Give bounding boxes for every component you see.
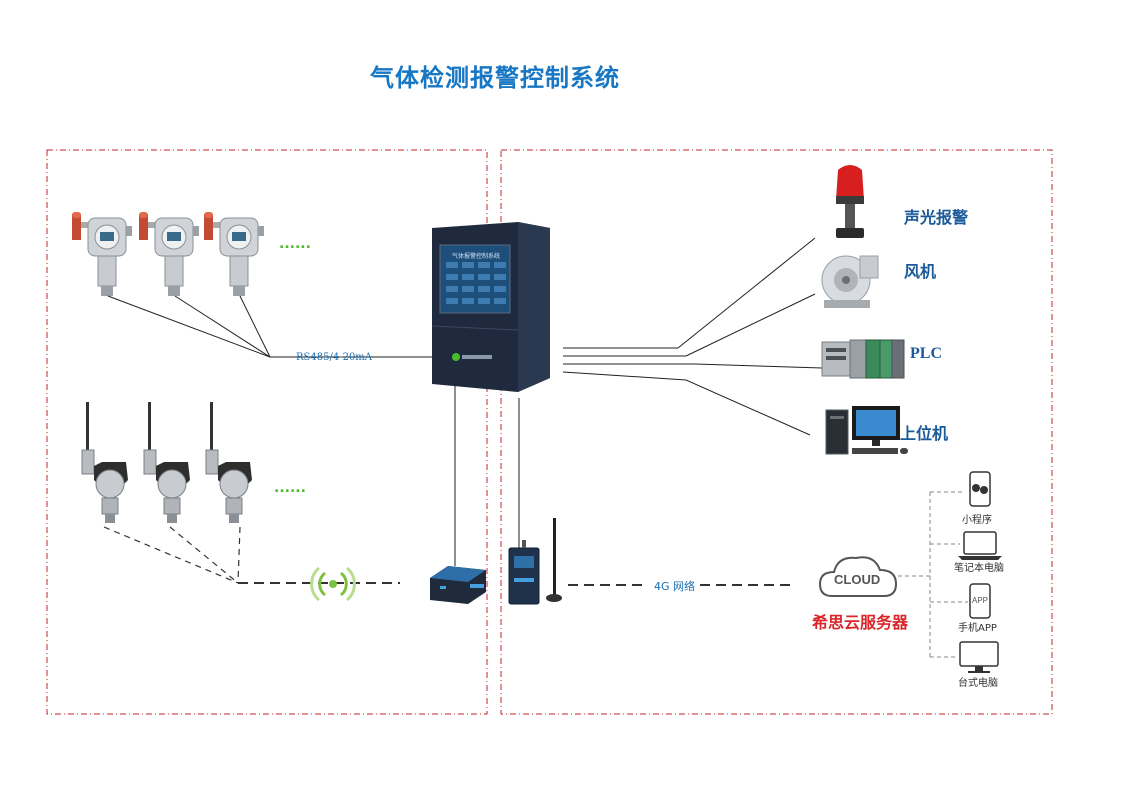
- more-wired-indicator: ......: [279, 236, 311, 252]
- client-connectors: [898, 491, 968, 658]
- network-label: 4G 网络: [654, 580, 696, 593]
- wireless-gas-detector: [143, 402, 190, 523]
- gas-alarm-controller: [431, 222, 550, 392]
- wireless-gas-detector: [205, 402, 252, 523]
- phone-app-screen-text: APP: [972, 596, 989, 605]
- output-label-computer: 上位机: [900, 424, 949, 443]
- wired-bus-lines: [107, 295, 432, 358]
- wireless-gas-detector: [81, 402, 128, 523]
- cloud-label: 希思云服务器: [812, 613, 909, 632]
- client-label-phone-app: 手机APP: [958, 623, 997, 634]
- desktop-icon: [959, 641, 999, 673]
- phone-app-icon: [969, 583, 991, 619]
- output-label-fan: 风机: [904, 262, 937, 281]
- remote-zone-border: [500, 149, 1053, 715]
- output-lines: [454, 237, 823, 566]
- controller-screen-title: 气体报警控制系统: [452, 253, 501, 260]
- output-label-alarm: 声光报警: [904, 208, 969, 227]
- wired-gas-detector: [204, 212, 264, 296]
- client-label-desktop: 台式电脑: [958, 678, 998, 689]
- cloud-icon: [818, 556, 898, 597]
- antenna-icon: [546, 518, 562, 602]
- wired-gas-detector: [72, 212, 132, 296]
- wireless-links: [103, 526, 400, 584]
- alarm-light-icon: [836, 165, 864, 238]
- output-label-plc: PLC: [910, 345, 942, 362]
- cloud-icon-text: CLOUD: [834, 572, 881, 587]
- client-label-laptop: 笔记本电脑: [954, 563, 1004, 574]
- page-title: 气体检测报警控制系统: [370, 64, 620, 92]
- client-label-miniprogram: 小程序: [962, 515, 992, 526]
- wireless-signal-icon: [310, 566, 356, 602]
- more-wireless-indicator: ......: [274, 480, 306, 496]
- wired-gas-detector: [139, 212, 199, 296]
- bus-label: RS485/4-20mA: [296, 352, 373, 363]
- plc-icon: [821, 339, 905, 379]
- fan-icon: [821, 255, 879, 308]
- laptop-icon: [958, 531, 1002, 560]
- dtu-icon: [508, 540, 540, 605]
- computer-icon: [825, 406, 908, 455]
- wired-zone-border: [46, 149, 488, 715]
- miniprogram-phone-icon: [969, 471, 991, 507]
- wireless-receiver-icon: [430, 566, 486, 604]
